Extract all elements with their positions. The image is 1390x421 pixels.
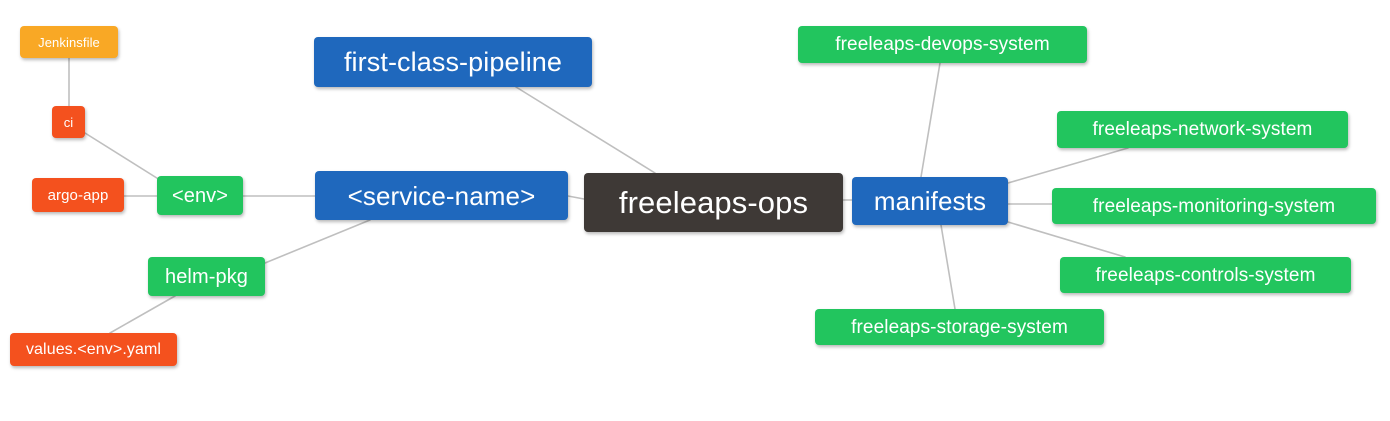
- node-label-freeleaps-network-system: freeleaps-network-system: [1092, 119, 1313, 140]
- node-label-service-name: <service-name>: [347, 180, 536, 211]
- edge-manifests-network: [1007, 147, 1129, 184]
- edge-manifests-devops: [920, 62, 941, 178]
- node-freeleaps-ops[interactable]: freeleaps-ops: [584, 173, 843, 232]
- node-label-jenkinsfile: Jenkinsfile: [38, 34, 100, 50]
- edge-helmpkg-servicename: [264, 219, 371, 264]
- node-label-env: <env>: [171, 184, 229, 207]
- node-freeleaps-monitoring-system[interactable]: freeleaps-monitoring-system: [1052, 188, 1376, 224]
- node-manifests[interactable]: manifests: [852, 177, 1008, 225]
- node-label-argo-app: argo-app: [47, 186, 109, 204]
- node-argo-app[interactable]: argo-app: [32, 178, 124, 212]
- edge-servicename-ops: [567, 195, 585, 200]
- node-first-class-pipeline[interactable]: first-class-pipeline: [314, 37, 592, 87]
- node-label-freeleaps-controls-system: freeleaps-controls-system: [1095, 264, 1316, 286]
- node-freeleaps-controls-system[interactable]: freeleaps-controls-system: [1060, 257, 1351, 293]
- node-label-freeleaps-storage-system: freeleaps-storage-system: [851, 316, 1068, 338]
- node-label-values-yaml: values.<env>.yaml: [25, 340, 162, 358]
- node-freeleaps-devops-system[interactable]: freeleaps-devops-system: [798, 26, 1087, 63]
- edge-values-helmpkg: [109, 295, 176, 334]
- node-jenkinsfile[interactable]: Jenkinsfile: [20, 26, 118, 58]
- node-label-freeleaps-ops: freeleaps-ops: [618, 185, 809, 220]
- node-label-manifests: manifests: [873, 186, 987, 216]
- node-label-ci: ci: [63, 114, 74, 130]
- node-helm-pkg[interactable]: helm-pkg: [148, 257, 265, 296]
- edge-manifests-storage: [940, 224, 956, 310]
- edge-manifests-controls: [1007, 221, 1126, 258]
- node-freeleaps-storage-system[interactable]: freeleaps-storage-system: [815, 309, 1104, 345]
- node-label-freeleaps-monitoring-system: freeleaps-monitoring-system: [1092, 195, 1336, 217]
- node-label-freeleaps-devops-system: freeleaps-devops-system: [835, 34, 1050, 55]
- node-values-yaml[interactable]: values.<env>.yaml: [10, 333, 177, 366]
- node-env[interactable]: <env>: [157, 176, 243, 215]
- edge-ci-env: [84, 132, 161, 181]
- node-label-first-class-pipeline: first-class-pipeline: [343, 46, 563, 77]
- node-service-name[interactable]: <service-name>: [315, 171, 568, 220]
- node-freeleaps-network-system[interactable]: freeleaps-network-system: [1057, 111, 1348, 148]
- node-ci[interactable]: ci: [52, 106, 85, 138]
- edge-pipeline-ops: [515, 86, 656, 174]
- node-label-helm-pkg: helm-pkg: [164, 265, 249, 288]
